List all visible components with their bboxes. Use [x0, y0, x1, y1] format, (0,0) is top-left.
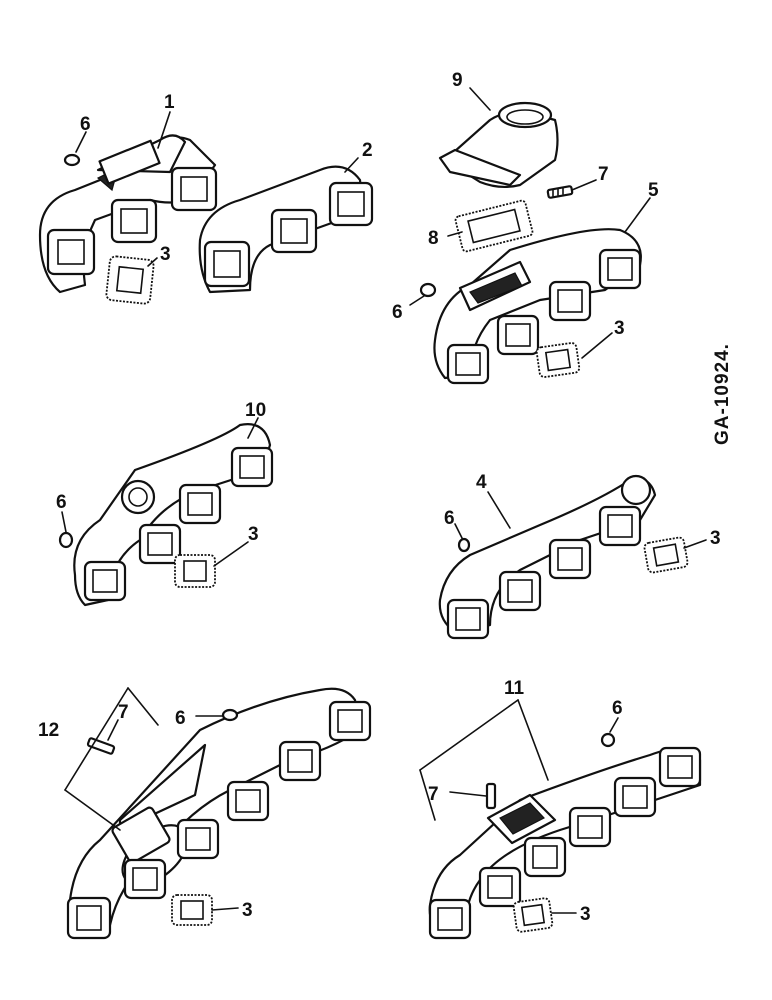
- callout-2: 2: [362, 140, 373, 161]
- gasket-part-3-d: [643, 536, 689, 574]
- callout-6-c: 6: [56, 492, 67, 513]
- callout-7-c: 7: [428, 784, 439, 805]
- nut-part-6-b: [419, 282, 437, 298]
- callout-7-a: 7: [598, 164, 609, 185]
- stud-part-7-c: [485, 782, 497, 810]
- stud-part-7-a: [546, 185, 574, 199]
- gasket-part-3-b: [535, 342, 581, 378]
- callout-4: 4: [476, 472, 487, 493]
- nut-part-6-c: [58, 531, 74, 549]
- callout-3-a: 3: [160, 244, 171, 265]
- callout-6-a: 6: [80, 114, 91, 135]
- drawing-id: GA-10924.: [712, 343, 733, 445]
- manifold-part-1: [38, 134, 218, 294]
- callout-6-b: 6: [392, 302, 403, 323]
- gasket-part-3-f: [512, 897, 554, 933]
- callout-7-b: 7: [118, 702, 129, 723]
- callout-3-e: 3: [242, 900, 253, 921]
- elbow-part-9: [438, 101, 559, 189]
- callout-9: 9: [452, 70, 463, 91]
- callout-6-e: 6: [175, 708, 186, 729]
- callout-3-b: 3: [614, 318, 625, 339]
- callout-5: 5: [648, 180, 659, 201]
- callout-6-f: 6: [612, 698, 623, 719]
- callout-1: 1: [164, 92, 175, 113]
- gasket-part-3-e: [171, 894, 213, 926]
- gasket-part-3-c: [174, 554, 216, 588]
- manifold-part-12: [66, 687, 372, 940]
- manifold-part-4: [438, 474, 657, 640]
- callout-8: 8: [428, 228, 439, 249]
- nut-part-6-e: [221, 708, 239, 722]
- callout-10: 10: [245, 400, 266, 421]
- callout-11: 11: [504, 678, 525, 699]
- manifold-part-5: [433, 228, 642, 385]
- callout-3-f: 3: [580, 904, 591, 925]
- callout-3-c: 3: [248, 524, 259, 545]
- manifold-part-11: [428, 746, 702, 940]
- manifold-part-10: [73, 423, 274, 607]
- nut-part-6-f: [600, 732, 616, 748]
- gasket-part-8: [454, 199, 534, 253]
- callout-12: 12: [38, 720, 59, 741]
- manifold-part-2: [198, 165, 374, 294]
- nut-part-6-d: [457, 537, 471, 553]
- nut-part-6-a: [63, 153, 81, 167]
- callout-3-d: 3: [710, 528, 721, 549]
- gasket-part-3-a: [105, 255, 155, 305]
- callout-6-d: 6: [444, 508, 455, 529]
